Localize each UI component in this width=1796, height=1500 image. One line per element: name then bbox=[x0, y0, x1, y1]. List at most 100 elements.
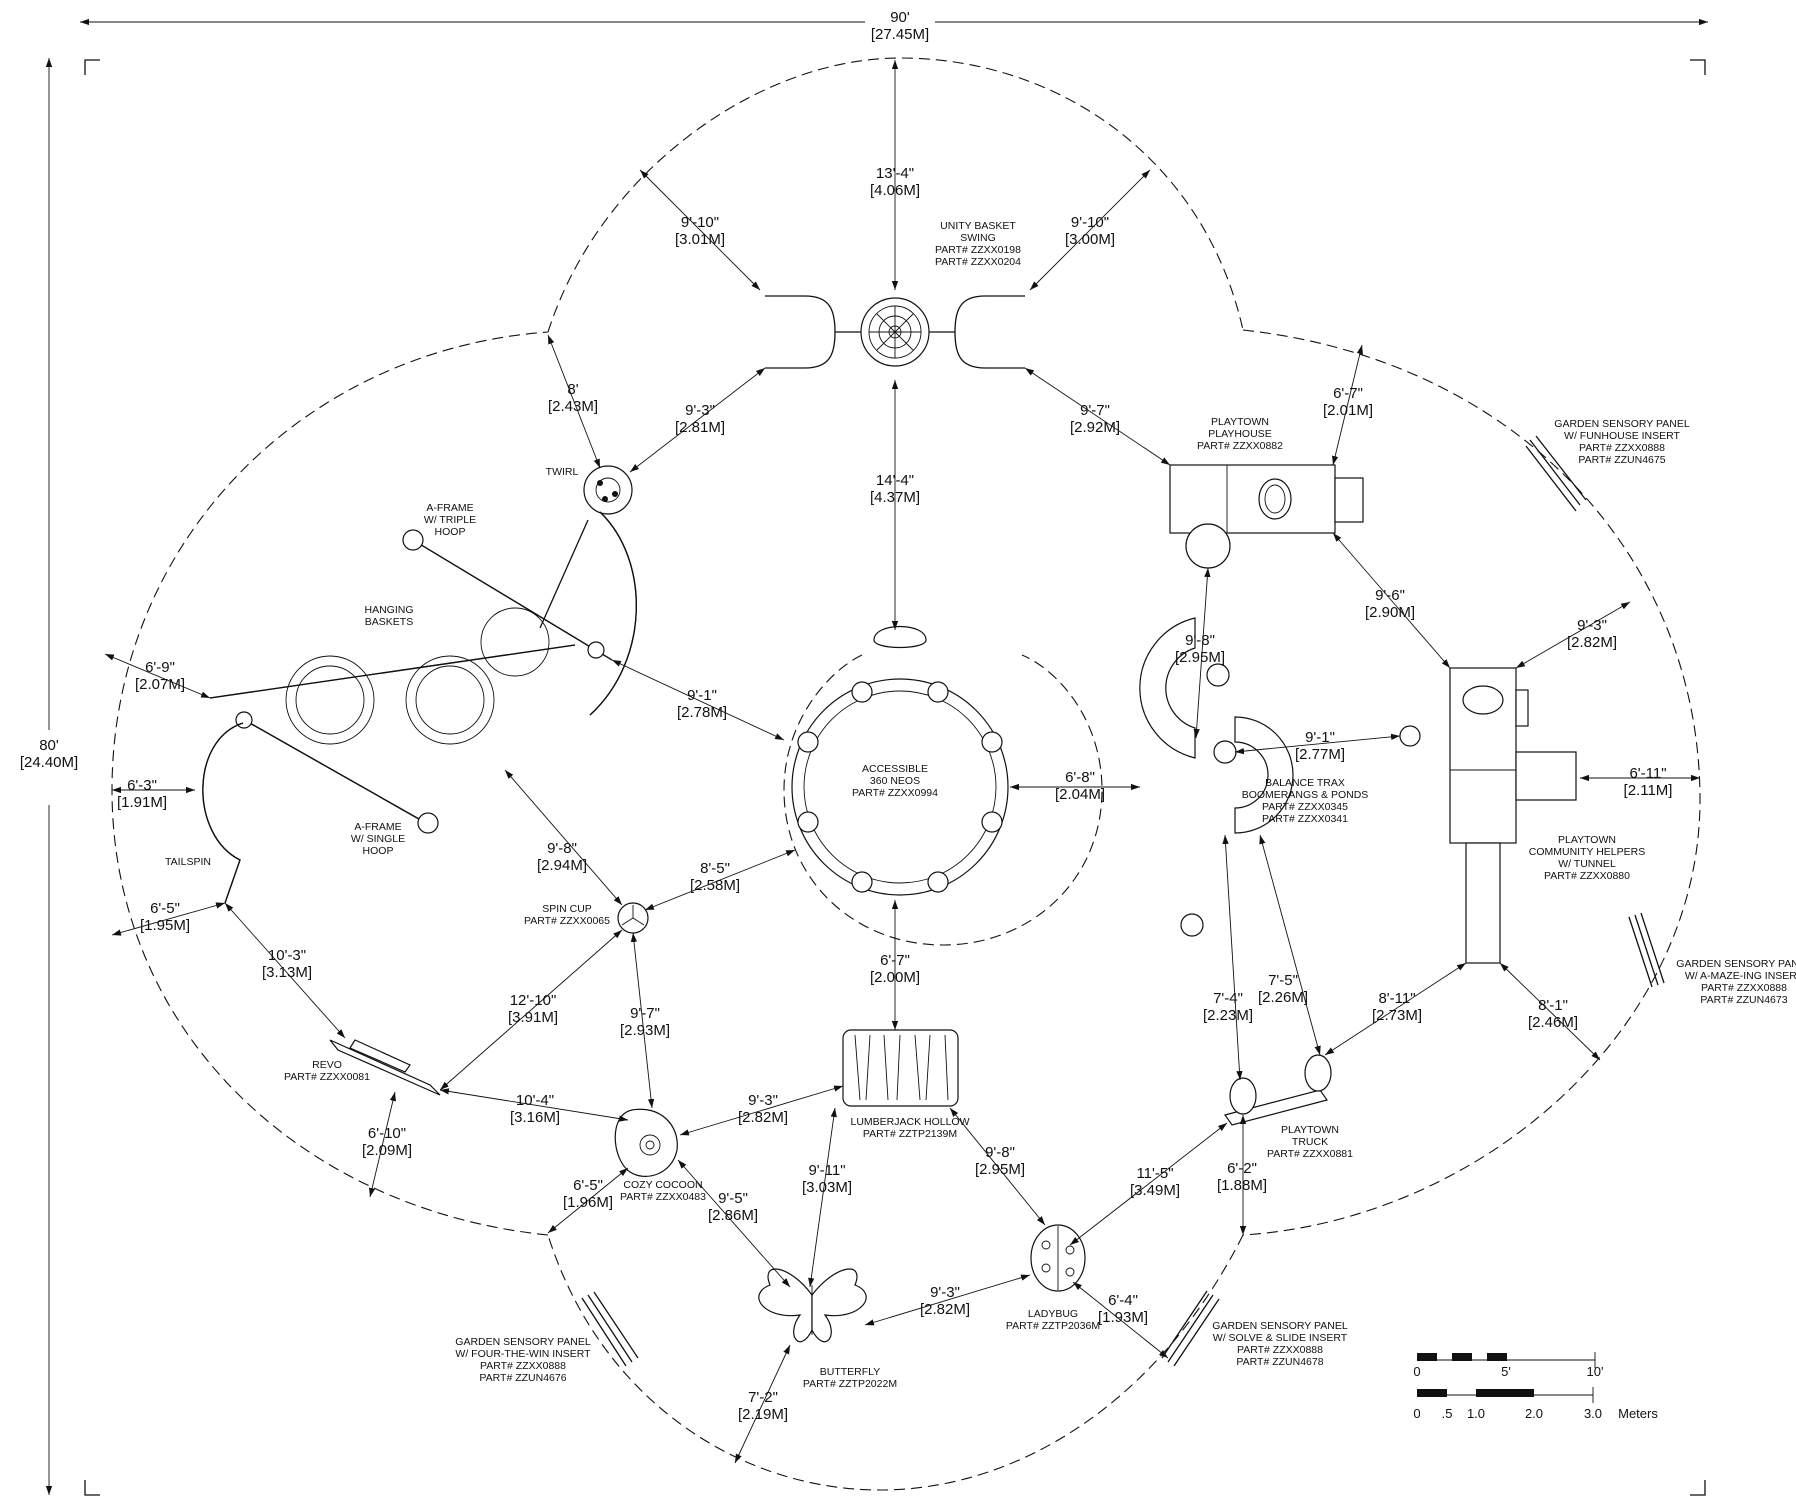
equipment-labels: UNITY BASKET SWING PART# ZZXX0198 PART# … bbox=[165, 220, 1796, 1390]
dim-label: [1.93M] bbox=[1098, 1309, 1148, 1326]
playtown-community-helpers bbox=[1449, 667, 1577, 964]
label-hanging-baskets: HANGING BASKETS bbox=[364, 604, 413, 628]
label-line: PART# ZZXX0345 bbox=[1262, 801, 1348, 813]
label-line: PART# ZZXX0888 bbox=[480, 1360, 566, 1372]
dim-label: 6'-4" bbox=[1108, 1292, 1138, 1309]
dim-label: 9'-8" bbox=[1185, 632, 1215, 649]
label-line: PART# ZZXX0881 bbox=[1267, 1148, 1353, 1160]
label-line: LADYBUG bbox=[1028, 1308, 1078, 1320]
label-line: BALANCE TRAX bbox=[1265, 777, 1345, 789]
label-line: A-FRAME bbox=[426, 502, 473, 514]
label-ladybug: LADYBUG PART# ZZTP2036M bbox=[1006, 1308, 1100, 1332]
label-playtown-playhouse: PLAYTOWN PLAYHOUSE PART# ZZXX0882 bbox=[1197, 416, 1283, 452]
label-line: PART# ZZXX0065 bbox=[524, 915, 610, 927]
dim-label: 9'-10" bbox=[681, 214, 719, 231]
scale-bar-meters: 0 .5 1.0 2.0 3.0 Meters bbox=[1413, 1387, 1658, 1421]
dim-label: 8' bbox=[567, 381, 578, 398]
overall-width-dimension: 90' [27.45M] bbox=[80, 9, 1708, 43]
dim-label: [2.93M] bbox=[620, 1022, 670, 1039]
dim-label: [2.86M] bbox=[708, 1207, 758, 1224]
dim-label: 9'-8" bbox=[985, 1144, 1015, 1161]
dim-label: 10'-3" bbox=[268, 947, 306, 964]
label-line: PART# ZZXX0888 bbox=[1579, 442, 1665, 454]
dimension-lines bbox=[104, 60, 1700, 1464]
playtown-playhouse bbox=[1169, 464, 1364, 569]
butterfly bbox=[758, 1268, 867, 1343]
dim-label: [1.96M] bbox=[563, 1194, 613, 1211]
label-line: PART# ZZTP2139M bbox=[863, 1128, 957, 1140]
label-line: PART# ZZXX0888 bbox=[1237, 1344, 1323, 1356]
dim-label: [2.82M] bbox=[1567, 634, 1617, 651]
playtown-truck bbox=[1224, 1054, 1332, 1126]
dim-label: 9'-10" bbox=[1071, 214, 1109, 231]
dim-label: 7'-2" bbox=[748, 1389, 778, 1406]
scale-unit-label: Meters bbox=[1618, 1406, 1658, 1421]
dim-label: [2.73M] bbox=[1372, 1007, 1422, 1024]
dim-label: 6'-7" bbox=[1333, 385, 1363, 402]
dim-label: [2.11M] bbox=[1624, 782, 1673, 799]
dim-label: [2.82M] bbox=[738, 1109, 788, 1126]
revo bbox=[329, 1039, 441, 1096]
dim-label: [2.01M] bbox=[1323, 402, 1373, 419]
dim-label: [2.43M] bbox=[548, 398, 598, 415]
label-line: REVO bbox=[312, 1059, 342, 1071]
garden-sensory-panels bbox=[581, 435, 1665, 1367]
dim-label: 11'-5" bbox=[1136, 1165, 1173, 1182]
dim-label: 9'-11" bbox=[808, 1162, 845, 1179]
label-community-helpers: PLAYTOWN COMMUNITY HELPERS W/ TUNNEL PAR… bbox=[1529, 834, 1646, 882]
label-balance-trax: BALANCE TRAX BOOMERANGS & PONDS PART# ZZ… bbox=[1242, 777, 1369, 825]
label-line: GARDEN SENSORY PANEL bbox=[1554, 418, 1690, 430]
dim-label: 12'-10" bbox=[510, 992, 557, 1009]
label-line: GARDEN SENSORY PANEL bbox=[1212, 1320, 1348, 1332]
dim-label: [1.88M] bbox=[1217, 1177, 1267, 1194]
dim-label: [2.04M] bbox=[1055, 786, 1105, 803]
overall-height-ft: 80' bbox=[39, 737, 59, 754]
dim-label: [4.37M] bbox=[870, 489, 920, 506]
dim-label: 9'-7" bbox=[630, 1005, 660, 1022]
dim-label: 9'-3" bbox=[1577, 617, 1607, 634]
dim-label: 6'-9" bbox=[145, 659, 175, 676]
cozy-cocoon bbox=[614, 1108, 678, 1177]
dim-label: [3.03M] bbox=[802, 1179, 852, 1196]
dim-label: [2.82M] bbox=[920, 1301, 970, 1318]
dim-label: 6'-5" bbox=[150, 900, 180, 917]
dim-label: 9'-6" bbox=[1375, 587, 1405, 604]
label-line: COMMUNITY HELPERS bbox=[1529, 846, 1646, 858]
label-line: BOOMERANGS & PONDS bbox=[1242, 789, 1369, 801]
dimension-labels: 13'-4" [4.06M] 9'-10" [3.01M] 9'-10" [3.… bbox=[117, 165, 1672, 1423]
label-line: PLAYTOWN bbox=[1211, 416, 1269, 428]
label-line: A-FRAME bbox=[354, 821, 401, 833]
label-line: W/ SINGLE bbox=[351, 833, 405, 845]
label-line: GARDEN SENSORY PANEL bbox=[1676, 958, 1796, 970]
label-twirl: TWIRL bbox=[546, 466, 579, 478]
dim-label: 8'-1" bbox=[1538, 997, 1568, 1014]
dim-label: [1.95M] bbox=[140, 917, 190, 934]
label-line: PART# ZZXX0888 bbox=[1701, 982, 1787, 994]
dim-label: 6'-10" bbox=[368, 1125, 406, 1142]
label-line: HOOP bbox=[435, 526, 466, 538]
label-line: PART# ZZTP2036M bbox=[1006, 1320, 1100, 1332]
dim-label: 13'-4" bbox=[876, 165, 914, 182]
label-line: PART# ZZXX0081 bbox=[284, 1071, 370, 1083]
label-line: BASKETS bbox=[365, 616, 413, 628]
label-line: ACCESSIBLE bbox=[862, 763, 928, 775]
dim-label: 9'-8" bbox=[547, 840, 577, 857]
scale-tick-label: 0 bbox=[1413, 1364, 1420, 1379]
twirl bbox=[583, 465, 633, 515]
dim-label: 9'-1" bbox=[687, 687, 717, 704]
dim-label: [1.91M] bbox=[117, 794, 167, 811]
label-cozy-cocoon: COZY COCOON PART# ZZXX0483 bbox=[620, 1179, 706, 1203]
label-line: GARDEN SENSORY PANEL bbox=[455, 1336, 591, 1348]
scale-tick-label: 1.0 bbox=[1467, 1406, 1485, 1421]
label-unity-basket-swing: UNITY BASKET SWING PART# ZZXX0198 PART# … bbox=[935, 220, 1021, 268]
label-line: W/ A-MAZE-ING INSERT bbox=[1685, 970, 1796, 982]
label-revo: REVO PART# ZZXX0081 bbox=[284, 1059, 370, 1083]
dim-label: [2.94M] bbox=[537, 857, 587, 874]
label-line: PLAYHOUSE bbox=[1208, 428, 1271, 440]
label-garden-four: GARDEN SENSORY PANEL W/ FOUR-THE-WIN INS… bbox=[455, 1336, 591, 1384]
dim-label: [3.13M] bbox=[262, 964, 312, 981]
dim-label: [2.07M] bbox=[135, 676, 185, 693]
dim-label: [2.95M] bbox=[1175, 649, 1225, 666]
label-line: BUTTERFLY bbox=[820, 1366, 880, 1378]
